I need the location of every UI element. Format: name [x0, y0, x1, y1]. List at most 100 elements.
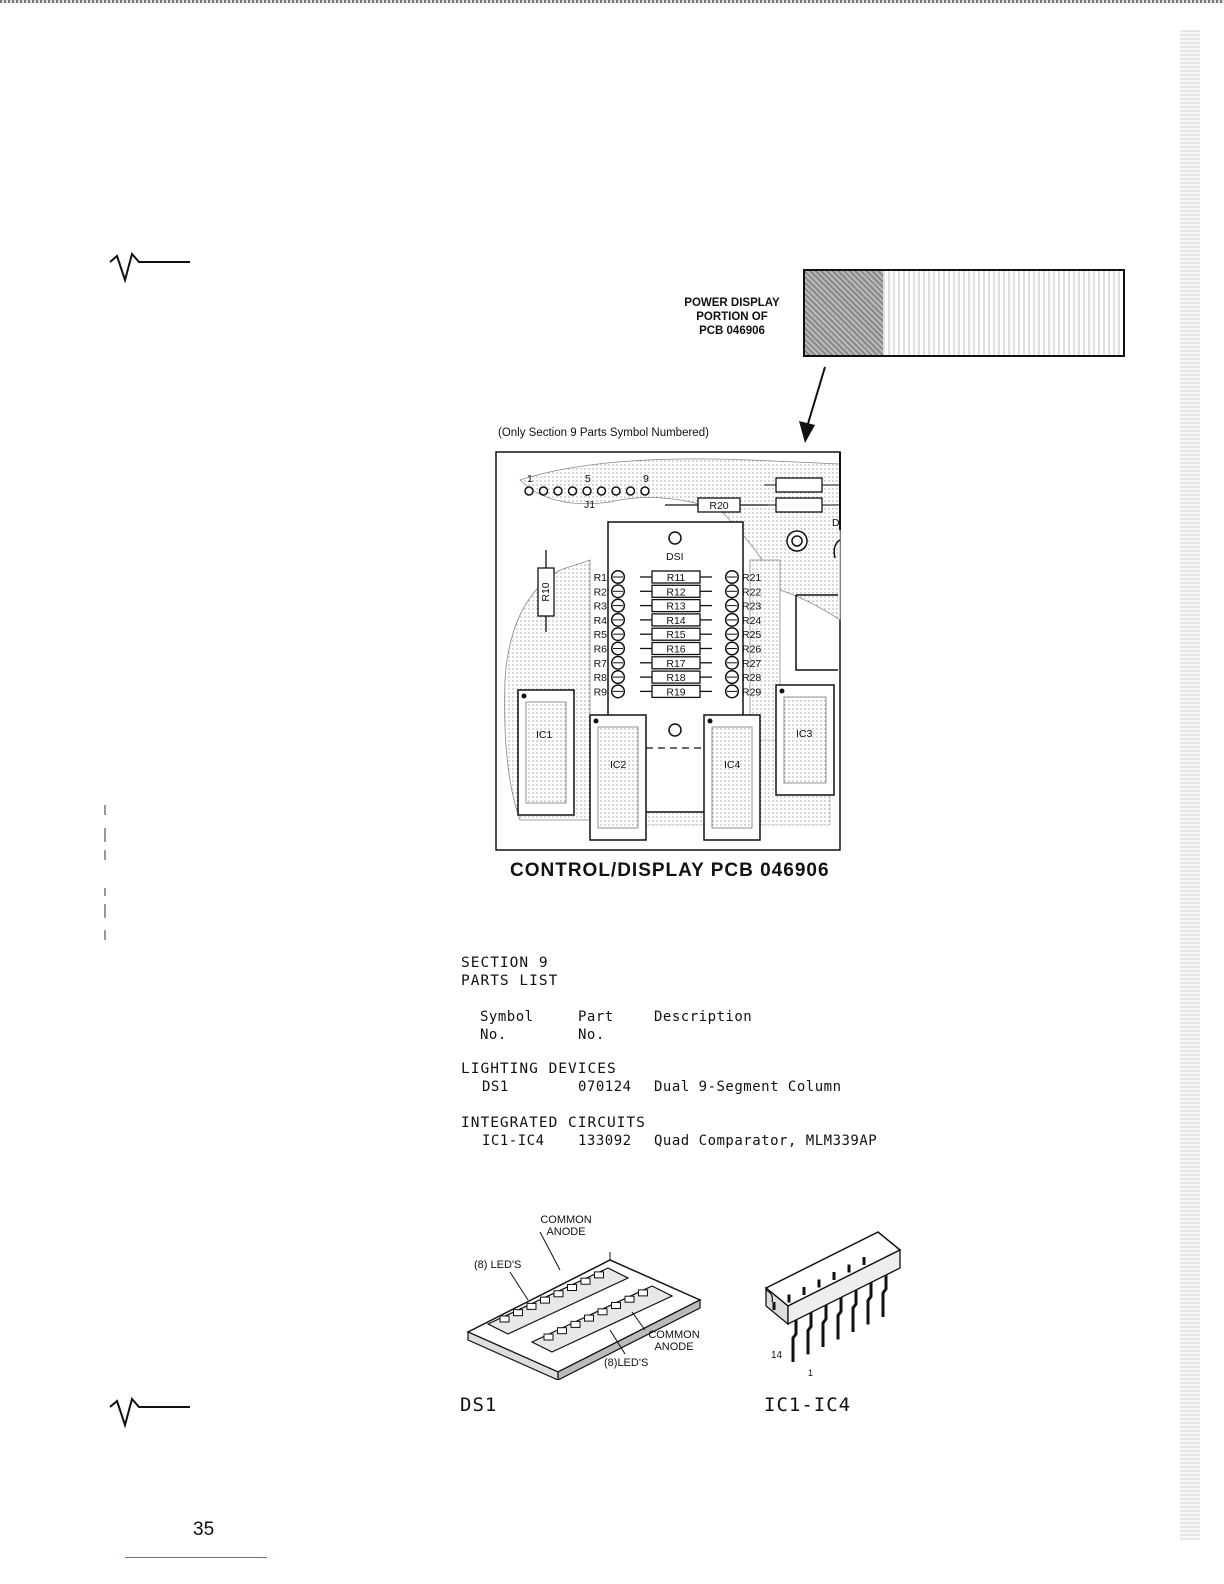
section-mark-icon	[109, 1396, 190, 1429]
ic-pin	[821, 1305, 828, 1347]
resistor-r10-label: R10	[540, 582, 552, 601]
connector-pin	[524, 486, 534, 496]
left-resistor-label: R3	[594, 601, 608, 613]
ic-pin1-label: 1	[808, 1368, 814, 1378]
part-description: Quad Comparator, MLM339AP	[654, 1133, 878, 1149]
right-resistor-label: R21	[742, 572, 761, 584]
part-description: Dual 9-Segment Column	[654, 1079, 842, 1095]
callout-line: COMMON	[540, 1214, 592, 1226]
part-symbol: DS1	[482, 1079, 509, 1095]
center-resistor-label: R19	[666, 686, 685, 698]
ds1-callout-leds-top: (8) LED'S	[474, 1259, 522, 1271]
power-display-line: PCB 046906	[699, 325, 765, 337]
display-label: DSI	[666, 551, 684, 563]
center-resistor-label: R12	[666, 586, 685, 598]
led-segment	[611, 1302, 621, 1309]
pointer-arrow-icon	[799, 366, 826, 443]
section-heading: SECTION 9	[461, 955, 549, 971]
page-number: 35	[193, 1519, 215, 1540]
column-header-description: Description	[654, 1009, 753, 1025]
ic-pin14-label: 14	[771, 1350, 783, 1361]
led-segment	[513, 1309, 523, 1317]
connector-pin	[611, 486, 621, 496]
ic-label: IC2	[610, 759, 627, 771]
right-resistor-label: R29	[742, 686, 761, 698]
top-edge-rule	[0, 0, 1224, 3]
connector-pin-number: 1	[527, 473, 533, 485]
connector-pin	[538, 486, 549, 496]
section-mark-icon	[109, 251, 190, 284]
center-resistor-label: R17	[666, 658, 685, 670]
ic-package-illustration	[764, 1231, 902, 1362]
connector-pin	[553, 486, 563, 496]
connector-label: J1	[584, 499, 595, 511]
resistor-r20-label: R20	[709, 500, 728, 512]
left-resistor-label: R2	[594, 586, 608, 598]
led-segment	[638, 1289, 648, 1297]
right-resistor-label: R27	[742, 658, 761, 670]
right-resistor-label: R24	[742, 615, 761, 627]
center-resistor-label: R13	[666, 601, 685, 613]
mounting-post	[786, 530, 808, 552]
ic-pad-area	[783, 696, 827, 784]
highlighted-power-display-portion	[805, 271, 883, 355]
ds1-callout-common-anode-bottom: COMMON ANODE	[646, 1329, 702, 1353]
led-segment	[526, 1302, 537, 1310]
board-outline	[495, 451, 841, 851]
center-resistor-label: R15	[666, 629, 685, 641]
ic-pin	[881, 1275, 888, 1317]
ic-pad-area	[597, 726, 639, 829]
numbering-note: (Only Section 9 Parts Symbol Numbered)	[498, 427, 709, 439]
led-segment	[499, 1315, 510, 1323]
connector-pin	[625, 486, 636, 496]
left-resistor-label: R7	[594, 658, 608, 670]
center-resistor-label: R18	[666, 672, 685, 684]
power-display-line: PORTION OF	[696, 311, 768, 323]
ic-pin1-dot	[779, 688, 785, 694]
mounting-post	[791, 535, 803, 547]
ds1-illustration	[466, 1231, 702, 1380]
resistor-body	[775, 477, 823, 493]
ds1-callout-common-anode-top: COMMON ANODE	[538, 1214, 594, 1238]
group-heading: INTEGRATED CIRCUITS	[461, 1115, 646, 1131]
ic-pin1-dot	[521, 693, 527, 699]
power-display-label: POWER DISPLAY PORTION OF PCB 046906	[660, 296, 804, 338]
pcb-title: CONTROL/DISPLAY PCB 046906	[510, 860, 830, 881]
center-resistor-label: R16	[666, 644, 685, 656]
margin-tick-marks	[104, 805, 106, 940]
connector-pin-number: 9	[643, 473, 649, 485]
led-segment	[557, 1327, 567, 1335]
right-resistor-label: R26	[742, 644, 761, 656]
ic-pin	[851, 1290, 858, 1332]
edge-component-outline	[795, 594, 838, 671]
ic-label: IC4	[724, 759, 741, 771]
part-number: 070124	[578, 1079, 632, 1095]
connector-pin	[596, 486, 607, 496]
ds1-callout-leds-bottom: (8)LED'S	[604, 1357, 649, 1369]
column-header-part: Part	[578, 1009, 614, 1025]
left-resistor-label: R5	[594, 629, 608, 641]
led-segment	[580, 1277, 591, 1285]
ic-pin	[806, 1312, 813, 1355]
ic-pad-area	[525, 701, 567, 804]
ic-label: IC1	[536, 729, 553, 741]
led-segment	[624, 1295, 635, 1303]
callout-line: COMMON	[648, 1329, 700, 1341]
led-segment	[584, 1314, 594, 1322]
ds1-drawing-label: DS1	[460, 1394, 498, 1416]
pcb-thumbnail	[803, 269, 1125, 357]
part-symbol: IC1-IC4	[482, 1133, 545, 1149]
led-segment	[543, 1333, 554, 1341]
section-subheading: PARTS LIST	[461, 973, 559, 989]
right-resistor-label: R25	[742, 629, 761, 641]
right-resistor-label: R22	[742, 586, 761, 598]
left-resistor-label: R4	[594, 615, 608, 627]
connector-pin	[567, 486, 578, 496]
scan-margin-strip	[1180, 30, 1200, 1540]
connector-pin	[582, 486, 592, 496]
ic-pad-area	[711, 726, 753, 829]
led-segment	[597, 1308, 608, 1316]
resistor-body	[775, 497, 823, 513]
mounting-hole	[668, 723, 682, 737]
